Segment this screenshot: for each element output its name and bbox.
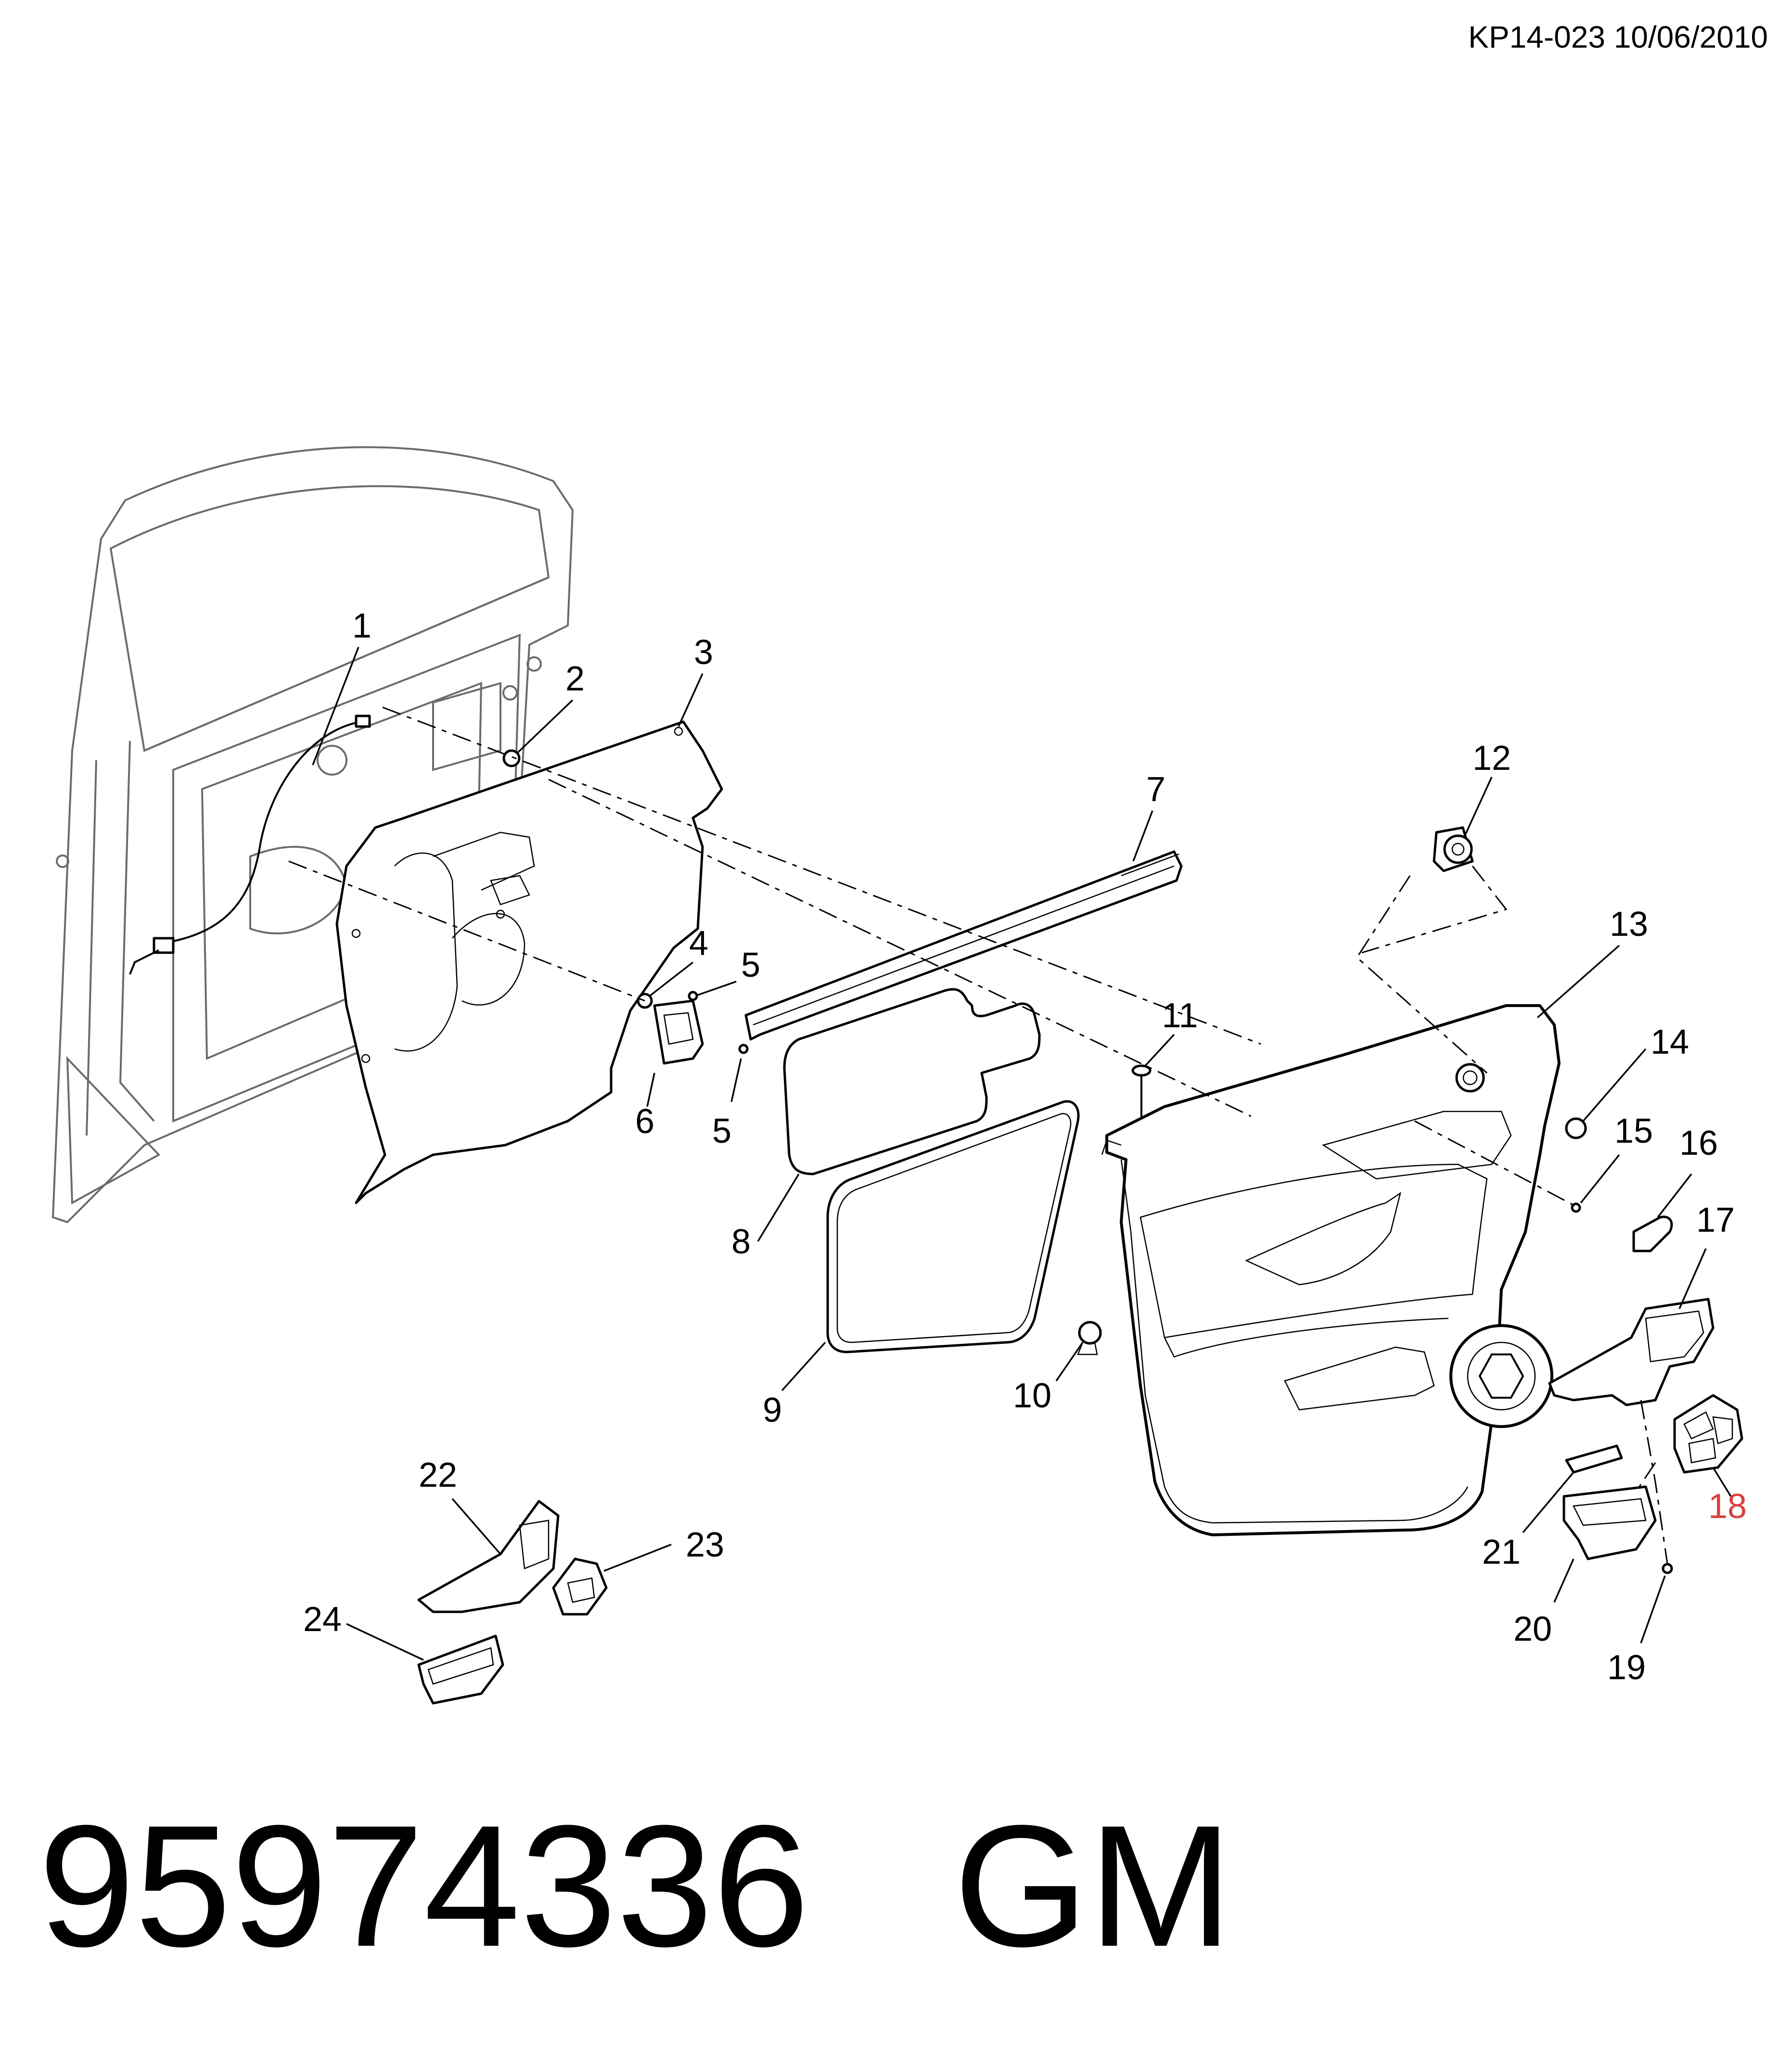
part-number: 95974336 bbox=[38, 1789, 809, 1983]
brand-name: GM bbox=[953, 1789, 1233, 1983]
callout-labels: 1 2 3 4 5 5 6 7 8 9 10 11 12 13 14 15 16… bbox=[303, 607, 1747, 1687]
callout-5a: 5 bbox=[741, 946, 760, 984]
part-24-pull-cup-alt bbox=[346, 1623, 504, 1705]
part-21-insert-pad bbox=[1522, 1444, 1623, 1533]
callout-12: 12 bbox=[1472, 739, 1511, 778]
callout-9: 9 bbox=[763, 1391, 782, 1429]
callout-2: 2 bbox=[565, 660, 585, 698]
part-22-switch-bezel-alt bbox=[417, 1498, 560, 1613]
part-19-screw bbox=[1640, 1563, 1673, 1644]
part-16-cover bbox=[1632, 1173, 1692, 1252]
part-12-tweeter bbox=[1433, 777, 1493, 872]
part-6-bracket bbox=[646, 999, 704, 1107]
callout-5b: 5 bbox=[712, 1112, 731, 1150]
callout-3: 3 bbox=[694, 633, 713, 672]
callout-21: 21 bbox=[1482, 1533, 1521, 1571]
part-15-screw bbox=[1571, 1154, 1620, 1213]
callout-10: 10 bbox=[1013, 1377, 1051, 1415]
part-20-pull-cup bbox=[1553, 1485, 1657, 1603]
callout-6: 6 bbox=[635, 1102, 654, 1141]
part-5-screw-lower bbox=[730, 1044, 749, 1102]
part-9-sound-pad-lower bbox=[781, 1100, 1080, 1391]
part-8-sound-pad-upper bbox=[757, 988, 1041, 1242]
part-17-switch-bezel bbox=[1548, 1248, 1715, 1406]
callout-16: 16 bbox=[1679, 1124, 1718, 1162]
callout-15: 15 bbox=[1614, 1112, 1653, 1150]
callout-23: 23 bbox=[686, 1526, 724, 1564]
callout-13: 13 bbox=[1610, 905, 1648, 944]
part-7-belt-molding bbox=[744, 810, 1183, 1041]
callout-7: 7 bbox=[1146, 770, 1165, 809]
callout-4: 4 bbox=[689, 924, 708, 963]
callout-19: 19 bbox=[1607, 1648, 1646, 1687]
callout-20: 20 bbox=[1513, 1610, 1552, 1648]
callout-18: 18 bbox=[1708, 1487, 1747, 1526]
callout-17: 17 bbox=[1696, 1201, 1735, 1239]
assembly-centerlines bbox=[288, 706, 1668, 1564]
callout-24: 24 bbox=[303, 1600, 342, 1639]
callout-14: 14 bbox=[1651, 1023, 1689, 1061]
part-14-clip bbox=[1565, 1048, 1647, 1139]
reference-code: KP14-023 10/06/2010 bbox=[1468, 20, 1768, 54]
part-3-water-deflector bbox=[335, 673, 723, 1204]
part-18-window-switch bbox=[1673, 1394, 1743, 1499]
part-23-switch-alt bbox=[552, 1544, 672, 1616]
part-10-push-pin bbox=[1055, 1321, 1102, 1381]
callout-11: 11 bbox=[1162, 996, 1198, 1035]
part-13-door-trim-panel bbox=[1101, 944, 1620, 1536]
part-1-cable bbox=[129, 647, 371, 975]
callout-8: 8 bbox=[731, 1223, 751, 1261]
part-4-fastener bbox=[637, 961, 694, 1009]
part-2-clip bbox=[502, 699, 574, 767]
callout-22: 22 bbox=[419, 1456, 457, 1494]
part-number-title: 95974336 GM bbox=[38, 1799, 1233, 1973]
callout-1: 1 bbox=[352, 607, 371, 645]
